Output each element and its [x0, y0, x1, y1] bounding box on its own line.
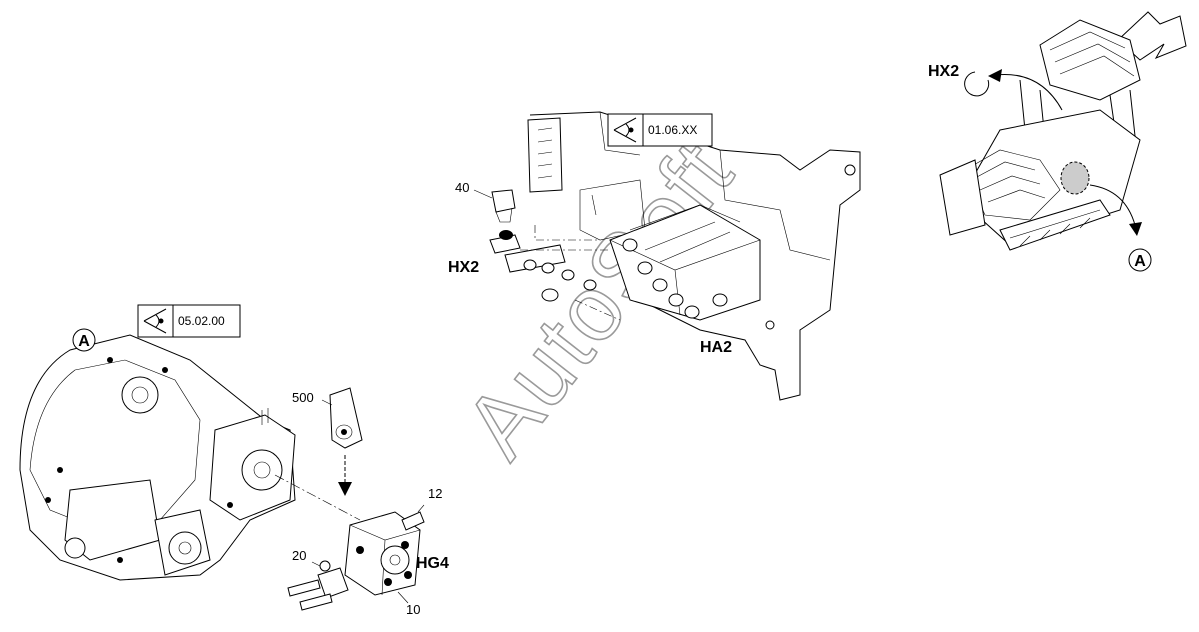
arrow-icon [1129, 222, 1142, 236]
view-reference-text-1: 05.02.00 [178, 314, 225, 328]
callout-40: 40 [455, 180, 469, 195]
label-hg4: HG4 [416, 555, 449, 572]
callout-500: 500 [292, 390, 314, 405]
detail-marker-a-left-text: A [78, 333, 90, 350]
center-frame-assembly: 40 HX2 HA2 [448, 111, 861, 401]
detail-marker-a-right-text: A [1134, 253, 1146, 270]
detail-highlight-circle [1060, 161, 1090, 195]
circle-marker-icon [964, 71, 990, 97]
eye-icon [613, 117, 637, 143]
pump-hg4-assembly: 500 12 20 10 HG4 [287, 387, 449, 617]
callout-12: 12 [428, 486, 442, 501]
view-reference-box-2: 01.06.XX [607, 113, 713, 147]
arrow-icon [338, 482, 352, 496]
detail-marker-a-right [1128, 248, 1152, 272]
detail-marker-a-left [72, 328, 96, 352]
view-direction-arrow-icon [1117, 11, 1187, 61]
view-reference-box-1: 05.02.00 [137, 304, 241, 338]
gearbox-assembly [19, 334, 361, 581]
overview-machine: HX2 A [928, 11, 1187, 272]
arrow-icon [988, 69, 1002, 82]
view-reference-text-2: 01.06.XX [648, 123, 697, 137]
callout-10: 10 [406, 602, 420, 617]
label-ha2: HA2 [700, 339, 732, 356]
label-hx2-center: HX2 [448, 259, 479, 276]
eye-icon [143, 308, 167, 334]
label-hx2-overview: HX2 [928, 63, 959, 80]
callout-20: 20 [292, 548, 306, 563]
